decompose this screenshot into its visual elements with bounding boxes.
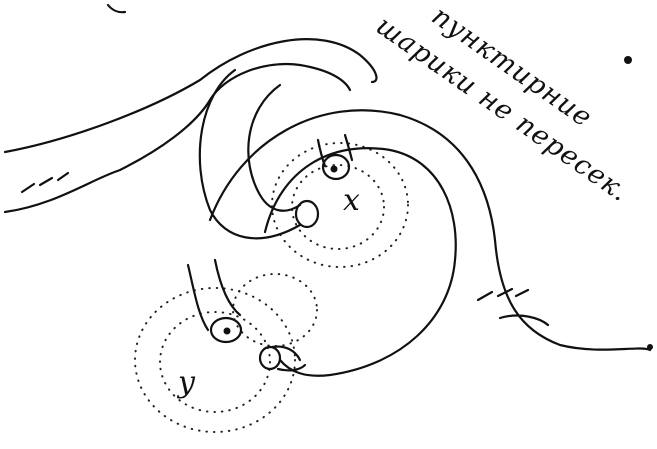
- corner-dot: [624, 56, 632, 64]
- top-tick: [108, 5, 125, 12]
- arc-band-inner: [265, 148, 456, 376]
- label-x: x: [343, 183, 360, 218]
- point-x-dot: [331, 166, 338, 173]
- annotation: пунктирние шарики не пересек.: [370, 0, 657, 208]
- dotted-ball-x-inner: [292, 165, 384, 249]
- dotted-ball-y-upper: [233, 274, 317, 346]
- left-band-upper: [5, 39, 376, 152]
- point-y-dot: [224, 328, 231, 335]
- end-dot: [647, 344, 653, 350]
- dotted-ball-y: [135, 288, 295, 432]
- tube-to-x-outer: [200, 70, 300, 238]
- tube-to-y-right: [215, 260, 240, 315]
- hatch-right: [478, 289, 528, 300]
- tube-to-y-left: [188, 265, 208, 330]
- hatch-left: [22, 173, 68, 192]
- tube-top-x-right: [345, 135, 352, 160]
- tube-end-y-right: [260, 347, 280, 369]
- left-band-lower: [5, 64, 350, 212]
- tube-end-x: [296, 201, 318, 227]
- dotted-ball-y-inner: [160, 312, 270, 412]
- label-y: y: [176, 365, 196, 400]
